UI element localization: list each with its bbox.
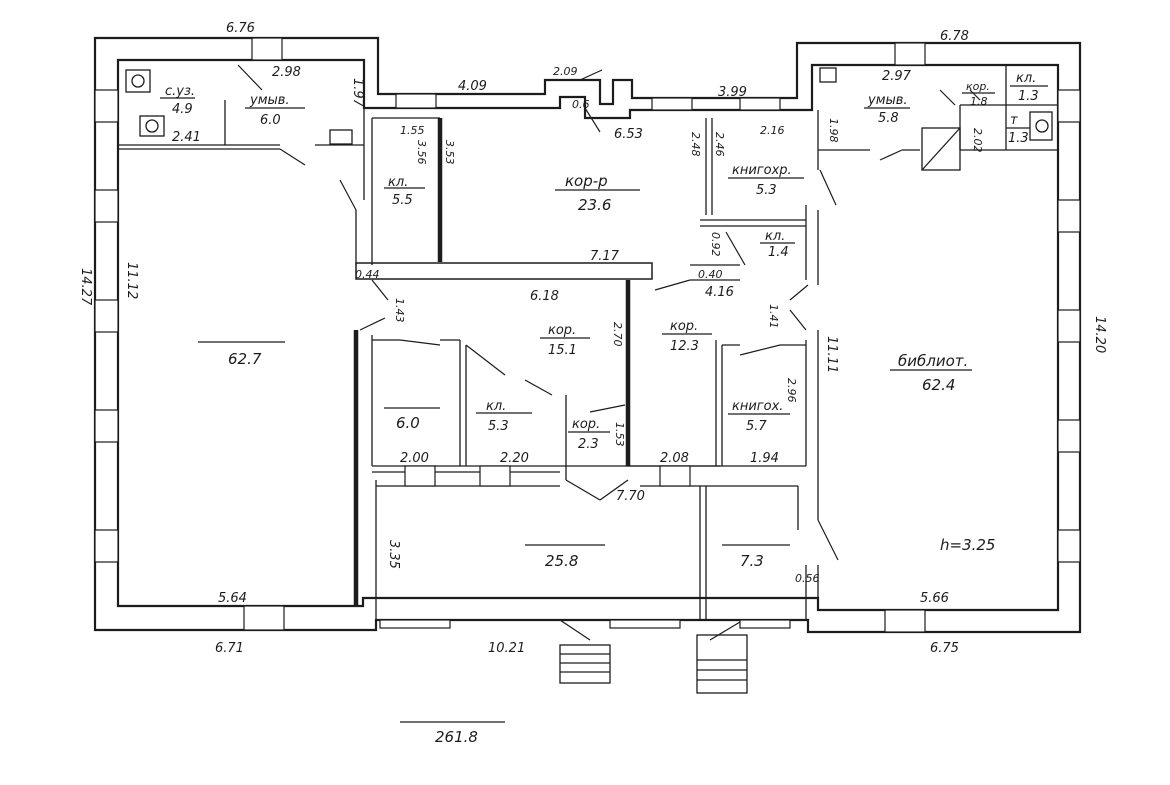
dimension-label: 1.94 [750, 451, 779, 466]
room-name: кл. [765, 229, 785, 244]
dimension-label: 5.66 [920, 591, 949, 606]
dimension-label: 2.00 [400, 451, 429, 466]
dimension-label: 11.12 [124, 262, 139, 299]
dimension-label: 0.40 [698, 268, 723, 281]
dimension-label: 0.92 [709, 232, 722, 257]
dimension-label: 14.27 [78, 268, 93, 306]
room-area: 1.8 [970, 95, 988, 108]
dimension-label: 7.70 [616, 489, 645, 504]
windows [94, 37, 1081, 633]
dimension-label: 4.16 [705, 285, 734, 300]
room-name: кор. [670, 319, 698, 334]
room-area: 6.0 [396, 414, 420, 432]
room-area: 7.3 [740, 552, 764, 570]
dimension-label: 1.97 [350, 78, 365, 108]
dimension-label: 6.53 [614, 127, 643, 142]
dimension-label: 1.43 [393, 298, 406, 323]
room-labels: с.уз. 4.9 умыв. 6.0 62.7 кл. 5.5 кор-р 2… [160, 71, 1048, 746]
room-area: 5.7 [746, 419, 767, 434]
dimension-label: 4.09 [458, 79, 487, 94]
room-area: 6.0 [260, 113, 281, 128]
room-area: 5.3 [756, 183, 777, 198]
room-name: кор-р [565, 172, 608, 190]
dimension-label: 6.18 [530, 289, 559, 304]
dimension-label: 2.96 [785, 378, 798, 403]
room-name: умыв. [249, 93, 290, 108]
room-area: 1.3 [1018, 89, 1039, 104]
interior-partitions [118, 64, 1058, 694]
dimension-label: 11.11 [824, 336, 839, 373]
room-name: кор. [548, 323, 576, 338]
dimension-label: 14.20 [1092, 316, 1107, 353]
dimension-label: 2.09 [553, 65, 578, 78]
dimension-label: 1.53 [613, 422, 626, 447]
dimension-label: 6.75 [930, 641, 959, 656]
room-area: 23.6 [578, 196, 611, 214]
room-area: 15.1 [548, 343, 577, 358]
dimension-label: 2.48 [689, 132, 702, 157]
room-area: 25.8 [545, 552, 578, 570]
dimension-label: 1.55 [400, 124, 425, 137]
total-area: 261.8 [435, 728, 478, 746]
dimension-label: 2.98 [272, 65, 301, 80]
ceiling-height-note: h=3.25 [940, 536, 995, 554]
room-area: 4.9 [172, 102, 193, 117]
dimension-label: 2.97 [882, 69, 912, 84]
room-name: кл. [486, 399, 506, 414]
room-name: книгох. [732, 399, 783, 414]
room-area: 5.3 [488, 419, 509, 434]
dimension-label: 2.46 [713, 132, 726, 157]
room-name: кор. [572, 417, 600, 432]
dimension-label: 5.64 [218, 591, 247, 606]
room-area: 5.8 [878, 111, 899, 126]
dimension-label: 2.70 [611, 322, 624, 347]
room-name: кл. [388, 175, 408, 190]
dimension-label: 2.20 [500, 451, 529, 466]
dimension-label: 0.44 [355, 268, 380, 281]
dimension-label: 3.53 [443, 140, 456, 165]
room-area: 1.3 [1008, 131, 1029, 146]
dimension-label: 2.02 [971, 128, 984, 153]
room-area: 5.5 [392, 193, 413, 208]
exterior-walls [93, 36, 1082, 634]
dimension-label: 1.98 [827, 118, 840, 143]
dimension-label: 10.21 [488, 641, 525, 656]
dimension-label: 1.41 [767, 304, 780, 329]
room-name: с.уз. [165, 84, 195, 99]
dimension-label: 3.99 [718, 85, 747, 100]
room-area: 62.7 [228, 350, 262, 368]
dimension-label: 3.35 [386, 540, 401, 569]
dimension-label: 2.41 [172, 130, 201, 145]
room-name: кор. [966, 80, 990, 93]
dimension-label: 3.56 [415, 140, 428, 165]
room-area: 62.4 [922, 376, 955, 394]
room-name: кл. [1016, 71, 1036, 86]
dimension-label: 6.71 [215, 641, 244, 656]
room-area: 12.3 [670, 339, 699, 354]
dimension-label: 7.17 [590, 249, 620, 264]
dimension-label: 0.6 [572, 98, 590, 111]
room-area: 1.4 [768, 245, 789, 260]
dimension-label: 2.08 [660, 451, 689, 466]
room-name: книгохр. [732, 163, 792, 178]
dimension-label: 2.16 [760, 124, 785, 137]
dimension-labels: 6.76 6.78 2.98 1.97 2.41 4.09 2.09 0.6 3… [78, 21, 1107, 656]
room-name: библиот. [898, 352, 968, 370]
room-name: т [1010, 113, 1018, 128]
dimension-label: 6.76 [226, 21, 255, 36]
dimension-label: 6.78 [940, 29, 969, 44]
room-area: 2.3 [578, 437, 599, 452]
dimension-label: 0.56 [795, 572, 820, 585]
room-name: умыв. [867, 93, 908, 108]
